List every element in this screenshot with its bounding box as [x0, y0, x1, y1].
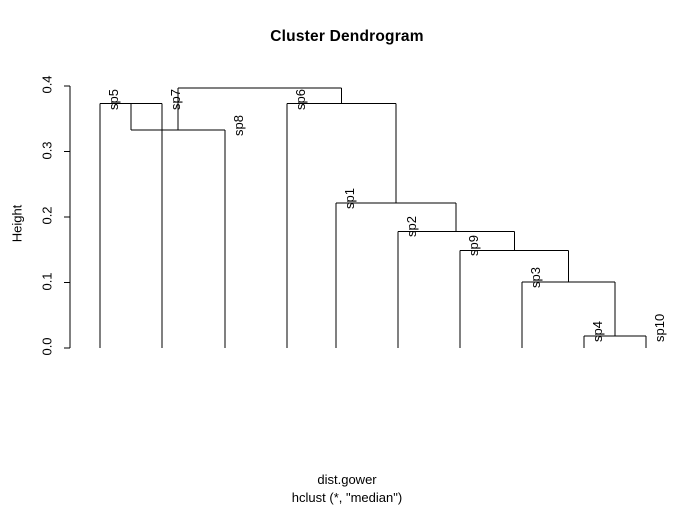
leaf-label-sp2: sp2 [404, 216, 425, 252]
y-axis-title-text: Height [9, 204, 25, 242]
y-axis-tick-label: 0.4 [32, 75, 62, 94]
leaf-label-sp9: sp9 [466, 235, 487, 271]
leaf-label-text: sp2 [404, 216, 419, 238]
leaf-label-text: sp4 [590, 321, 605, 343]
leaf-label-text: sp10 [652, 314, 667, 343]
leaf-label-sp3: sp3 [528, 267, 549, 303]
caption-method: hclust (*, "median") [291, 490, 403, 505]
leaf-label-sp4: sp4 [590, 321, 611, 357]
leaf-label-text: sp3 [528, 266, 543, 288]
leaf-label-text: sp9 [466, 235, 481, 257]
leaf-label-sp6: sp6 [293, 89, 314, 125]
page-title: Cluster Dendrogram [270, 28, 424, 45]
leaf-label-text: sp6 [293, 88, 308, 110]
y-axis-tick-label: 0.0 [32, 337, 62, 356]
leaf-label-text: sp5 [106, 88, 121, 110]
y-axis-tick-label: 0.3 [32, 140, 62, 160]
y-axis-tick-label: 0.1 [32, 271, 62, 291]
y-axis-tick-label-text: 0.0 [39, 337, 55, 356]
leaf-label-sp7: sp7 [168, 89, 189, 125]
y-axis-tick-label: 0.2 [32, 206, 62, 225]
y-axis-tick-label-text: 0.3 [39, 140, 55, 160]
leaf-label-sp5: sp5 [106, 89, 127, 125]
leaf-label-sp8: sp8 [231, 115, 252, 151]
y-axis-tick-label-text: 0.1 [39, 271, 55, 291]
leaf-label-sp10: sp10 [652, 314, 680, 357]
y-axis-tick-label-text: 0.2 [39, 206, 55, 225]
leaf-label-text: sp8 [231, 114, 246, 136]
caption-distance: dist.gower [317, 472, 377, 487]
leaf-label-text: sp7 [168, 88, 183, 110]
y-axis-title: Height [2, 188, 32, 258]
leaf-label-text: sp1 [342, 188, 357, 210]
leaf-label-sp1: sp1 [342, 188, 363, 224]
y-axis-tick-label-text: 0.4 [39, 75, 55, 94]
